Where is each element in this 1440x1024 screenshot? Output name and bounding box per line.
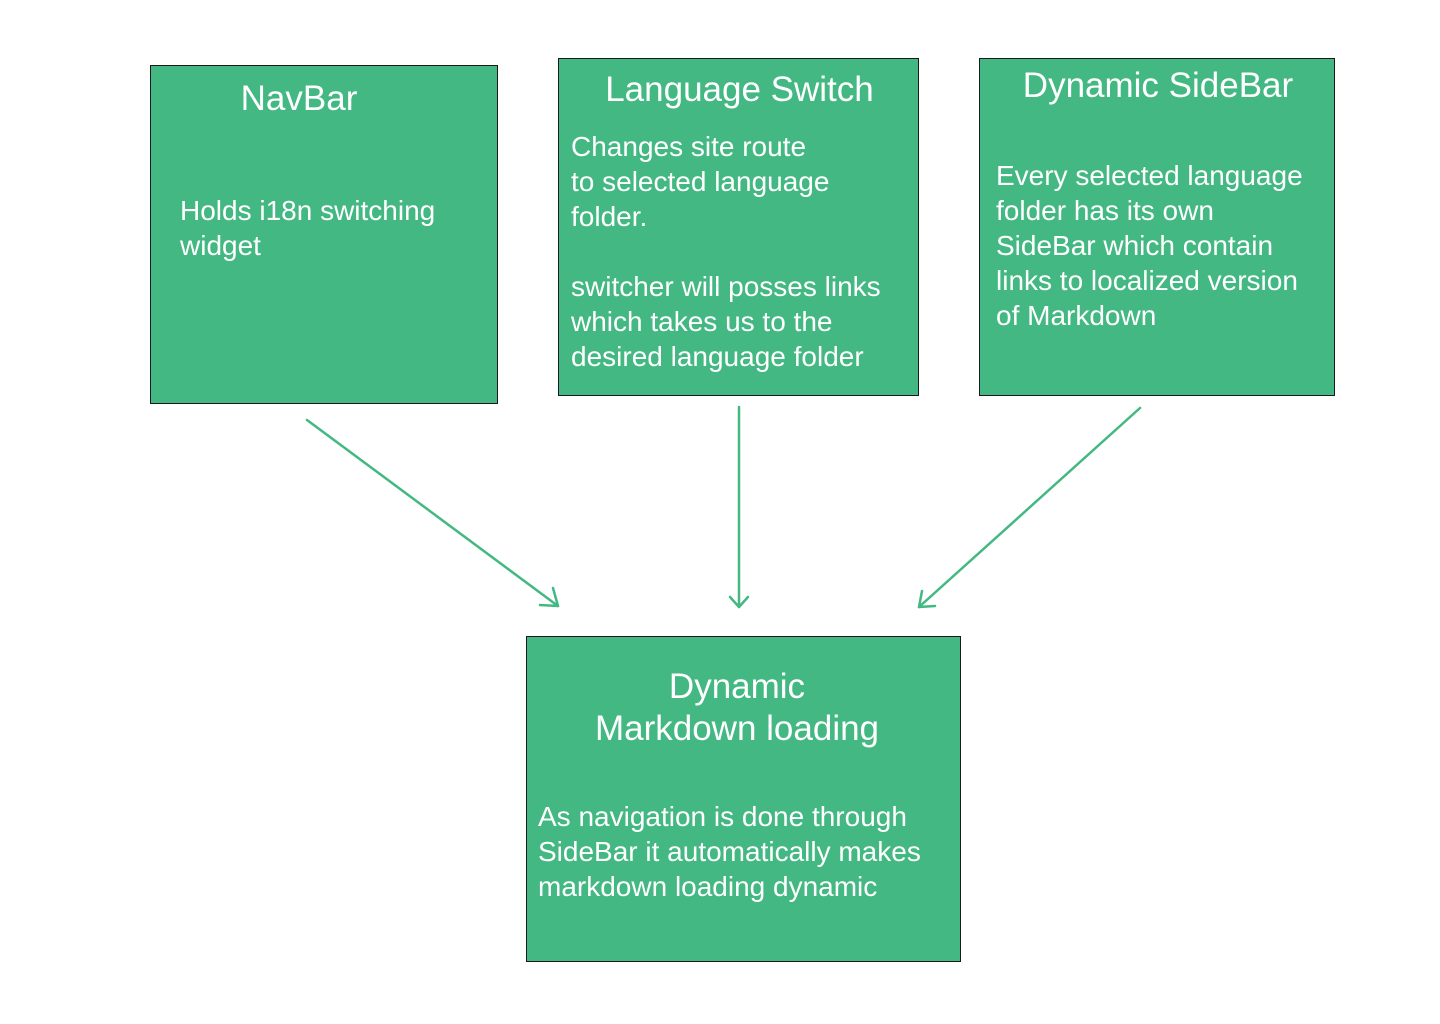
language-switch-node: Language Switch Changes site route to se… (558, 58, 919, 396)
dynamic-sidebar-node-title: Dynamic SideBar (1022, 66, 1294, 105)
navbar-node-title: NavBar (240, 79, 358, 118)
dynamic-sidebar-node: Dynamic SideBar Every selected language … (979, 58, 1335, 396)
dynamic-sidebar-node-description: Every selected language folder has its o… (996, 160, 1303, 331)
navbar-node: NavBar Holds i18n switching widget (150, 65, 498, 404)
arrow-language-switch-to-markdown (728, 405, 750, 609)
markdown-loading-node-description: As navigation is done through SideBar it… (538, 801, 921, 902)
language-switch-node-description: Changes site route to selected language … (571, 131, 881, 372)
arrow-sidebar-to-markdown (917, 406, 1142, 609)
markdown-loading-node: Dynamic Markdown loading As navigation i… (526, 636, 961, 962)
language-switch-node-title: Language Switch (605, 70, 874, 109)
markdown-loading-node-title: Dynamic Markdown loading (594, 667, 880, 748)
navbar-node-description: Holds i18n switching widget (180, 195, 436, 261)
arrow-navbar-to-markdown (305, 418, 560, 608)
